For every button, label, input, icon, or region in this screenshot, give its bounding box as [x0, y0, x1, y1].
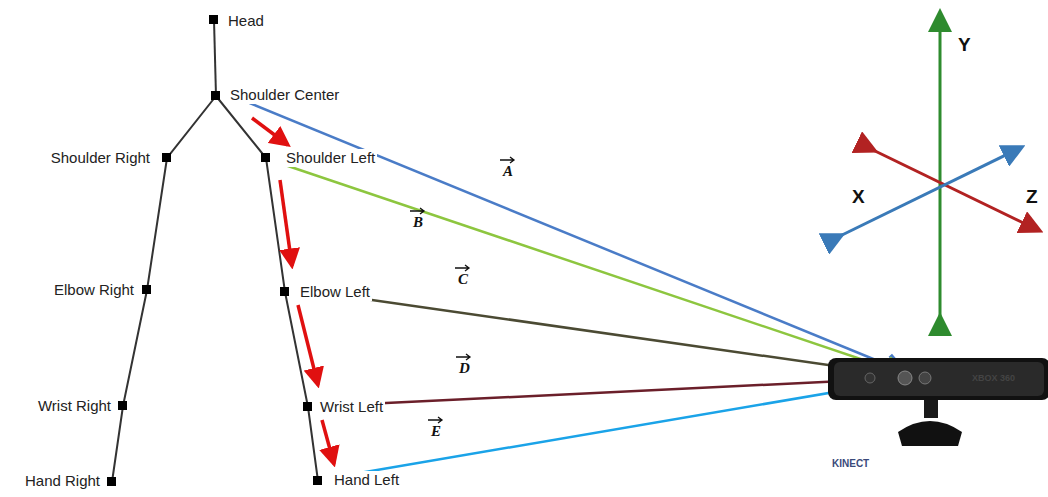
joint-label: Hand Right	[23, 472, 102, 490]
axis-label: Z	[1024, 188, 1040, 206]
kinect-sensor	[828, 358, 1048, 446]
joint-label: Hand Left	[332, 471, 401, 489]
joint-label: Elbow Left	[298, 283, 372, 301]
joint-label: Shoulder Center	[228, 86, 341, 104]
vector-name: C	[456, 270, 470, 288]
vector-name: B	[411, 213, 425, 231]
joint-label: Shoulder Left	[284, 149, 377, 167]
joint-label: Elbow Right	[52, 281, 136, 299]
vector-name: D	[457, 359, 472, 377]
vector-name: E	[429, 422, 443, 440]
joint-label: Shoulder Right	[49, 149, 152, 167]
axis-label: Y	[956, 36, 973, 54]
logo-text: KINECT	[830, 458, 871, 470]
vector-name: A	[501, 162, 515, 180]
device-text: XBOX 360	[970, 373, 1017, 384]
joint-label: Wrist Left	[318, 398, 385, 416]
axis-label: X	[850, 188, 867, 206]
joint-label: Wrist Right	[36, 397, 113, 415]
joint-label: Head	[226, 12, 266, 30]
